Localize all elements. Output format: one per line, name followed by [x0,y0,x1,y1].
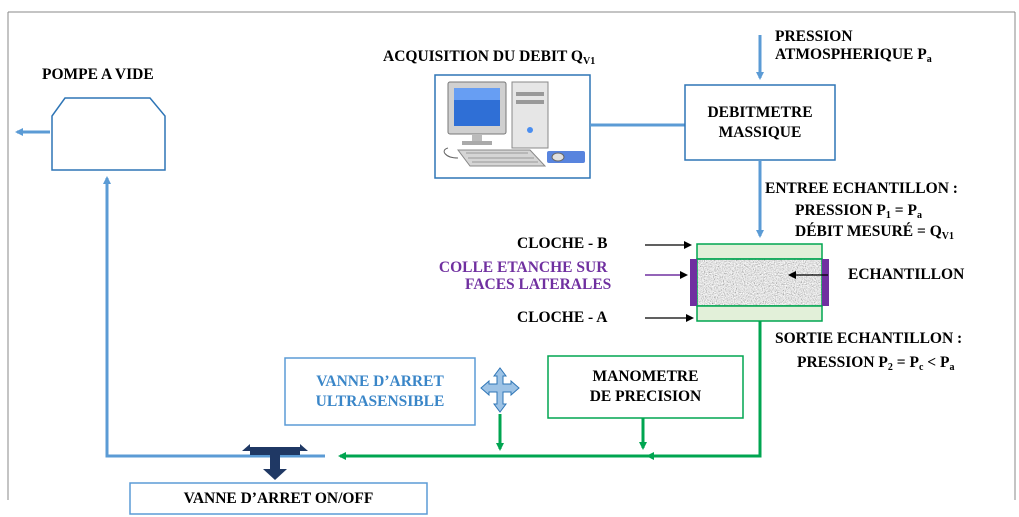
pump-icon [51,97,166,171]
manometre-box [547,355,744,419]
echantillon-label: ECHANTILLON [848,266,965,283]
cloche-a-label: CLOCHE - A [517,309,608,326]
manometre-label: MANOMETRE DE PRECISION [589,368,702,405]
sample-echantillon [697,259,822,306]
entree-pression: PRESSION P1 = Pa [795,202,922,221]
vacuum-line [103,176,325,458]
valve-onoff-icon [242,444,308,480]
pression-atm-label: PRESSION ATMOSPHERIQUE Pa [775,28,932,65]
vanne-onoff-label: VANNE D’ARRET ON/OFF [183,489,374,507]
valve-ultrasensitive-icon [480,367,520,413]
cloche-a [696,305,823,322]
cloche-b [696,243,823,260]
cloche-b-label: CLOCHE - B [517,235,608,252]
colle-label: COLLE ETANCHE SUR FACES LATERALES [438,259,612,293]
acquisition-label: ACQUISITION DU DEBIT QV1 [383,48,596,67]
sample-outlet-line [646,321,762,460]
entree-title: ENTREE ECHANTILLON : [765,180,958,197]
entree-debit: DÉBIT MESURÉ = QV1 [795,223,955,242]
debitmetre-box [684,84,836,161]
glue-left [690,259,697,306]
glue-right [822,259,829,306]
computer-icon [434,74,591,179]
vanne-ultra-box [284,357,476,426]
vanne-onoff-box [129,482,428,515]
debitmetre-label: DEBITMETRE MASSIQUE [707,103,813,141]
vanne-ultra-label: VANNE D’ARRET ULTRASENSIBLE [315,372,445,410]
pompe-label: POMPE A VIDE [42,66,154,83]
sortie-title: SORTIE ECHANTILLON : [775,330,963,347]
sortie-pression: PRESSION P2 = Pc < Pa [797,354,955,373]
